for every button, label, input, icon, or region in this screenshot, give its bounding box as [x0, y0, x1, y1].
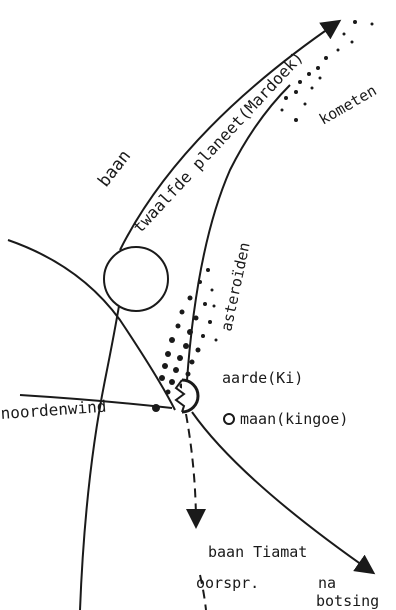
moon-kingu	[224, 414, 234, 424]
lower-left-orbit	[80, 300, 120, 610]
label-maan-kingoe: maan(kingoe)	[240, 410, 348, 428]
label-baan-tiamat: baan Tiamat	[208, 543, 307, 561]
label-twaalfde-planeet: twaalfde planeet(Mardoek)	[129, 48, 307, 237]
label-asteroiden: asteroïden	[217, 241, 253, 333]
label-botsing: botsing	[316, 592, 379, 610]
north-wind-impact-dot	[152, 404, 160, 412]
label-oorspr: oorspr.	[196, 574, 259, 592]
label-noordenwind: noordenwind	[0, 397, 107, 423]
label-baan-1: baan	[94, 146, 135, 191]
tiamat-original-orbit	[186, 414, 196, 525]
label-na: na	[318, 574, 336, 592]
label-aarde-ki: aarde(Ki)	[222, 369, 303, 387]
twelfth-planet	[104, 247, 168, 311]
label-kometen: kometen	[316, 81, 380, 128]
